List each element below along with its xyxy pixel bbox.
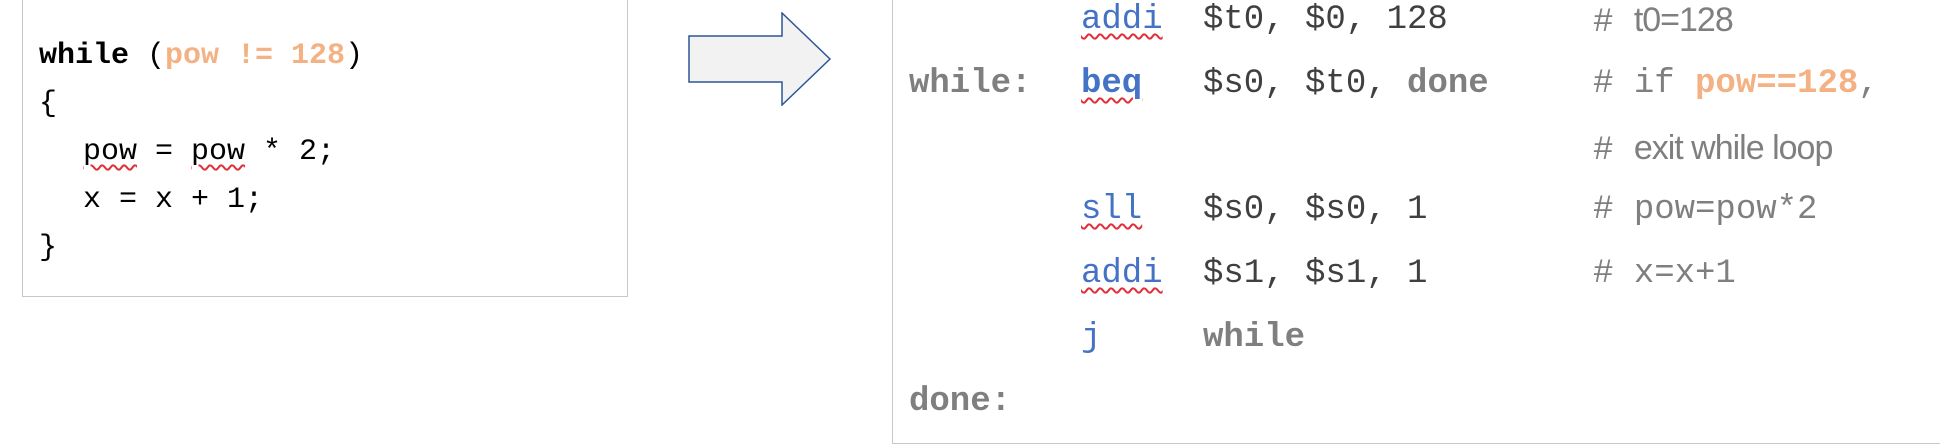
comment-text: exit while loop: [1633, 129, 1834, 167]
comment-comma: ,: [1858, 65, 1879, 103]
while-label: while:: [909, 65, 1032, 103]
pow-variable-rhs: pow: [191, 135, 246, 169]
c-line-x-increment: x = x + 1;: [83, 183, 264, 217]
opcode-sll: sll: [1081, 191, 1143, 229]
comment: # exit while loop: [1593, 129, 1834, 170]
comment-hash: #: [1593, 4, 1634, 42]
asm-row-addi-t0: addi $t0, $0, 128 # t0=128: [893, 3, 1940, 43]
comment-text: x=x+1: [1633, 255, 1736, 293]
right-arrow-icon: [688, 12, 832, 106]
asm-row-addi-s1: addi $s1, $s1, 1 # x=x+1: [893, 257, 1940, 297]
multiply-expr: * 2;: [245, 135, 336, 169]
comment-condition: pow==128: [1695, 65, 1859, 103]
c-line-open-brace: {: [39, 87, 58, 121]
asm-row-done: done:: [893, 385, 1940, 425]
asm-row-sll: sll $s0, $s0, 1 # pow=pow*2: [893, 193, 1940, 233]
operands: $s0, $s0, 1: [1203, 191, 1428, 229]
operands: $s1, $s1, 1: [1203, 255, 1428, 293]
comment-hash: #: [1593, 191, 1634, 229]
loop-condition: pow != 128: [165, 39, 346, 73]
done-label: done:: [909, 383, 1012, 421]
asm-row-beq: while: beq $s0, $t0, done # if pow==128,: [893, 67, 1940, 107]
operand-done-label: done: [1407, 65, 1489, 103]
assign-op: =: [137, 135, 192, 169]
comment: # t0=128: [1593, 1, 1734, 42]
comment-hash: #: [1593, 65, 1634, 103]
c-line-while: while (pow != 128): [39, 41, 363, 71]
pow-variable: pow: [83, 135, 138, 169]
operands: $t0, $0, 128: [1203, 1, 1448, 39]
opcode-addi: addi: [1081, 255, 1163, 293]
asm-row-comment-exit: # exit while loop: [893, 131, 1940, 171]
comment: # pow=pow*2: [1593, 193, 1817, 227]
comment-hash: #: [1593, 132, 1634, 170]
c-code-box: while (pow != 128) { pow = pow * 2; x = …: [22, 0, 628, 297]
opcode-j: j: [1081, 319, 1102, 357]
comment-text: t0=128: [1633, 1, 1734, 39]
asm-row-jump: j while: [893, 321, 1940, 361]
operand-while-label: while: [1203, 319, 1306, 357]
comment: # x=x+1: [1593, 257, 1736, 291]
operands: $s0, $t0, done: [1203, 67, 1489, 101]
opcode-beq: beq: [1081, 65, 1143, 103]
open-paren: (: [129, 39, 166, 73]
opcode-addi: addi: [1081, 1, 1163, 39]
asm-code-box: addi $t0, $0, 128 # t0=128 while: beq $s…: [892, 0, 1940, 444]
c-line-pow-assign: pow = pow * 2;: [83, 137, 335, 167]
c-line-close-brace: }: [39, 231, 58, 265]
comment-if: if: [1633, 65, 1696, 103]
comment-hash: #: [1593, 255, 1634, 293]
close-paren: ): [345, 39, 364, 73]
operands-registers: $s0, $t0,: [1203, 65, 1408, 103]
comment-text: pow=pow*2: [1633, 191, 1818, 229]
while-keyword: while: [39, 39, 130, 73]
comment: # if pow==128,: [1593, 67, 1879, 101]
